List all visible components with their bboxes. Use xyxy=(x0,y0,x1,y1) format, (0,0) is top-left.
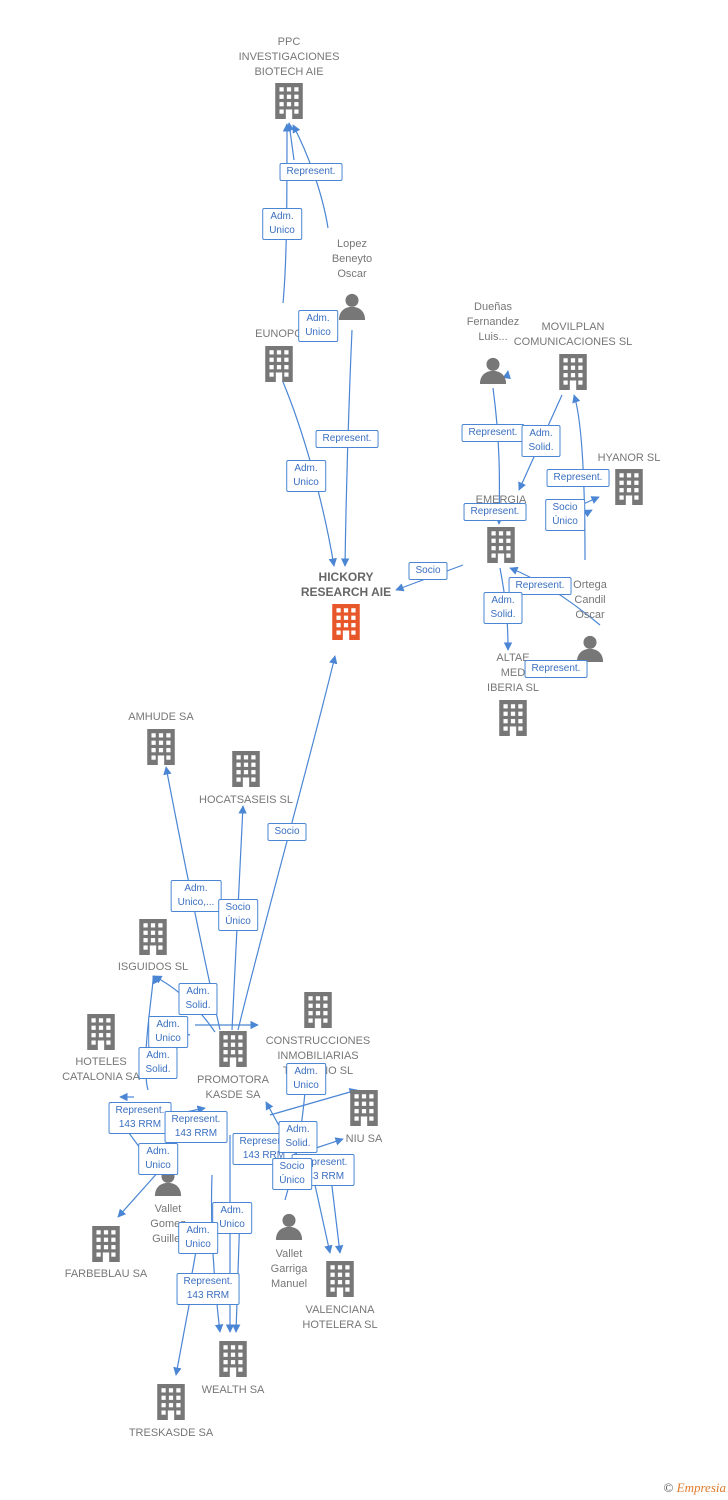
edge-label-e13[interactable]: Adm. Solid. xyxy=(483,592,523,624)
building-icon-farbeblau[interactable] xyxy=(92,1226,120,1262)
edge-line xyxy=(117,1169,161,1218)
edge-label-e19[interactable]: Adm. Unico xyxy=(148,1016,188,1048)
edge-label-e6[interactable]: Socio xyxy=(408,562,448,580)
edge-line xyxy=(173,1299,191,1376)
node-label-altae[interactable]: ALTAE MED IBERIA SL xyxy=(487,652,539,694)
edge-label-e31[interactable]: Represent. 143 RRM xyxy=(176,1273,240,1305)
edge-label-e23[interactable]: Adm. Unico xyxy=(138,1143,178,1175)
edge-label-e25[interactable]: Adm. Unico xyxy=(286,1063,326,1095)
building-icon-amhude[interactable] xyxy=(147,729,175,765)
edge-label-e29[interactable]: Adm. Unico xyxy=(212,1202,252,1234)
node-label-isguidos[interactable]: ISGUIDOS SL xyxy=(117,961,189,973)
edge-line xyxy=(210,1174,224,1333)
node-label-ortega[interactable]: Ortega Candil Oscar xyxy=(573,579,607,621)
person-icon-duenas[interactable] xyxy=(479,357,507,384)
building-icon-hyanor[interactable] xyxy=(615,469,643,505)
node-label-movilplan[interactable]: MOVILPLAN COMUNICACIONES SL xyxy=(513,321,633,348)
building-icon-wealth[interactable] xyxy=(219,1341,247,1377)
building-icon-hoteles[interactable] xyxy=(87,1014,115,1050)
node-label-valenciana[interactable]: VALENCIANA HOTELERA SL xyxy=(302,1304,378,1331)
node-label-promotora[interactable]: PROMOTORA KASDE SA xyxy=(197,1074,269,1101)
edge-label-e17[interactable]: Socio Único xyxy=(218,899,258,931)
edge-label-e9[interactable]: Represent. xyxy=(463,503,527,521)
edge-label-e26[interactable]: Adm. Solid. xyxy=(278,1121,318,1153)
building-icon-emergia[interactable] xyxy=(487,527,515,563)
edge-label-e28[interactable]: Socio Único xyxy=(272,1158,312,1190)
edge-label-e5[interactable]: Adm. Unico xyxy=(286,460,326,492)
edge-line xyxy=(314,1184,333,1254)
edge-label-e1[interactable]: Represent. xyxy=(279,163,343,181)
node-label-ppc[interactable]: PPC INVESTIGACIONES BIOTECH AIE xyxy=(238,36,340,78)
building-icon-altae[interactable] xyxy=(499,700,527,736)
person-icon-valletgarriga[interactable] xyxy=(275,1213,303,1240)
edge-label-e4[interactable]: Represent. xyxy=(315,430,379,448)
building-icon-construcciones[interactable] xyxy=(304,992,332,1028)
edge-label-e22[interactable]: Represent. 143 RRM xyxy=(164,1111,228,1143)
edge-label-e11[interactable]: Socio Único xyxy=(545,499,585,531)
node-label-farbeblau[interactable]: FARBEBLAU SA xyxy=(64,1268,148,1280)
node-label-hocatsaseis[interactable]: HOCATSASEIS SL xyxy=(199,794,293,806)
node-label-hoteles[interactable]: HOTELES CATALONIA SA xyxy=(62,1056,140,1083)
edge-label-e8[interactable]: Adm. Solid. xyxy=(521,425,561,457)
edge-label-e20[interactable]: Adm. Solid. xyxy=(138,1047,178,1079)
copyright-symbol: © xyxy=(663,1480,674,1495)
building-icon-eunopo[interactable] xyxy=(265,346,293,382)
edge-line xyxy=(269,1088,358,1116)
building-icon-valenciana[interactable] xyxy=(326,1261,354,1297)
edge-line xyxy=(572,394,586,561)
node-label-hickory[interactable]: HICKORY RESEARCH AIE xyxy=(300,570,392,599)
node-label-duenas[interactable]: Dueñas Fernandez Luis... xyxy=(466,301,520,343)
edge-label-e18[interactable]: Adm. Solid. xyxy=(178,983,218,1015)
building-icon-treskasde[interactable] xyxy=(157,1384,185,1420)
node-label-wealth[interactable]: WEALTH SA xyxy=(201,1384,265,1396)
edge-line xyxy=(340,329,353,567)
edge-label-e14[interactable]: Represent. xyxy=(524,660,588,678)
edge-label-e2[interactable]: Adm. Unico xyxy=(262,208,302,240)
person-icon-ortega[interactable] xyxy=(576,635,604,662)
edge-label-e16[interactable]: Adm. Unico,... xyxy=(170,880,222,912)
building-icon-promotora[interactable] xyxy=(219,1031,247,1067)
edge-label-e10[interactable]: Represent. xyxy=(546,469,610,487)
node-label-niu[interactable]: NIU SA xyxy=(345,1133,383,1145)
building-icon-movilplan[interactable] xyxy=(559,354,587,390)
edge-line xyxy=(237,655,338,1031)
edge-label-e12[interactable]: Represent. xyxy=(508,577,572,595)
edge-label-e15[interactable]: Socio xyxy=(267,823,307,841)
brand-logo[interactable]: Empresia xyxy=(676,1480,726,1495)
node-label-eunopo[interactable]: EUNOPO xyxy=(255,328,303,340)
edge-line xyxy=(502,370,511,380)
building-icon-ppc[interactable] xyxy=(275,83,303,119)
node-label-valletgarriga[interactable]: Vallet Garriga Manuel xyxy=(270,1248,308,1290)
edge-line xyxy=(285,122,295,161)
node-label-amhude[interactable]: AMHUDE SA xyxy=(128,711,194,723)
building-icon-isguidos[interactable] xyxy=(139,919,167,955)
node-label-lopez[interactable]: Lopez Beneyto Oscar xyxy=(331,238,373,280)
node-label-hyanor[interactable]: HYANOR SL xyxy=(597,452,661,464)
person-icon-lopez[interactable] xyxy=(338,293,366,320)
edge-label-e7[interactable]: Represent. xyxy=(461,424,525,442)
footer: © Empresia xyxy=(664,1480,727,1496)
edge-label-e21[interactable]: Represent. 143 RRM xyxy=(108,1102,172,1134)
edge-label-e3[interactable]: Adm. Unico xyxy=(298,310,338,342)
node-label-valletgomez[interactable]: Vallet Gomez Guiller xyxy=(150,1203,186,1245)
building-icon-hocatsaseis[interactable] xyxy=(232,751,260,787)
building-icon-hickory[interactable] xyxy=(332,604,360,640)
edge-label-e30[interactable]: Adm. Unico xyxy=(178,1222,218,1254)
building-icon-niu[interactable] xyxy=(350,1090,378,1126)
node-label-treskasde[interactable]: TRESKASDE SA xyxy=(128,1427,214,1439)
